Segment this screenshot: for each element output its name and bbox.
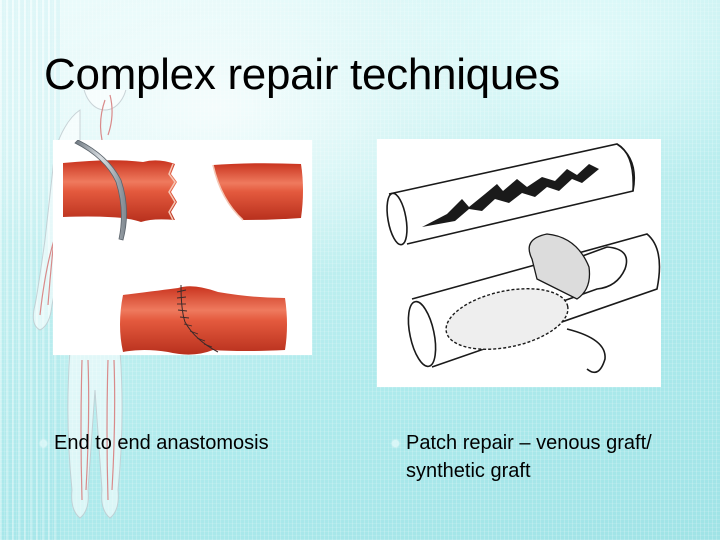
anastomosis-image [53,140,312,355]
artery-anastomosis-illustration-icon [63,140,303,355]
slide-title: Complex repair techniques [44,50,560,99]
vessel-patch-graft-illustration-icon [386,143,661,374]
bullet-text: End to end anastomosis [54,432,269,454]
bullet-dot-icon [392,440,399,447]
bullet-end-to-end: End to end anastomosis [40,429,269,457]
patch-repair-image [377,139,661,387]
bullet-dot-icon [40,440,47,447]
bullet-patch-repair: Patch repair – venous graft/ synthetic g… [392,429,686,485]
bullet-text: Patch repair – venous graft/ synthetic g… [406,432,652,482]
